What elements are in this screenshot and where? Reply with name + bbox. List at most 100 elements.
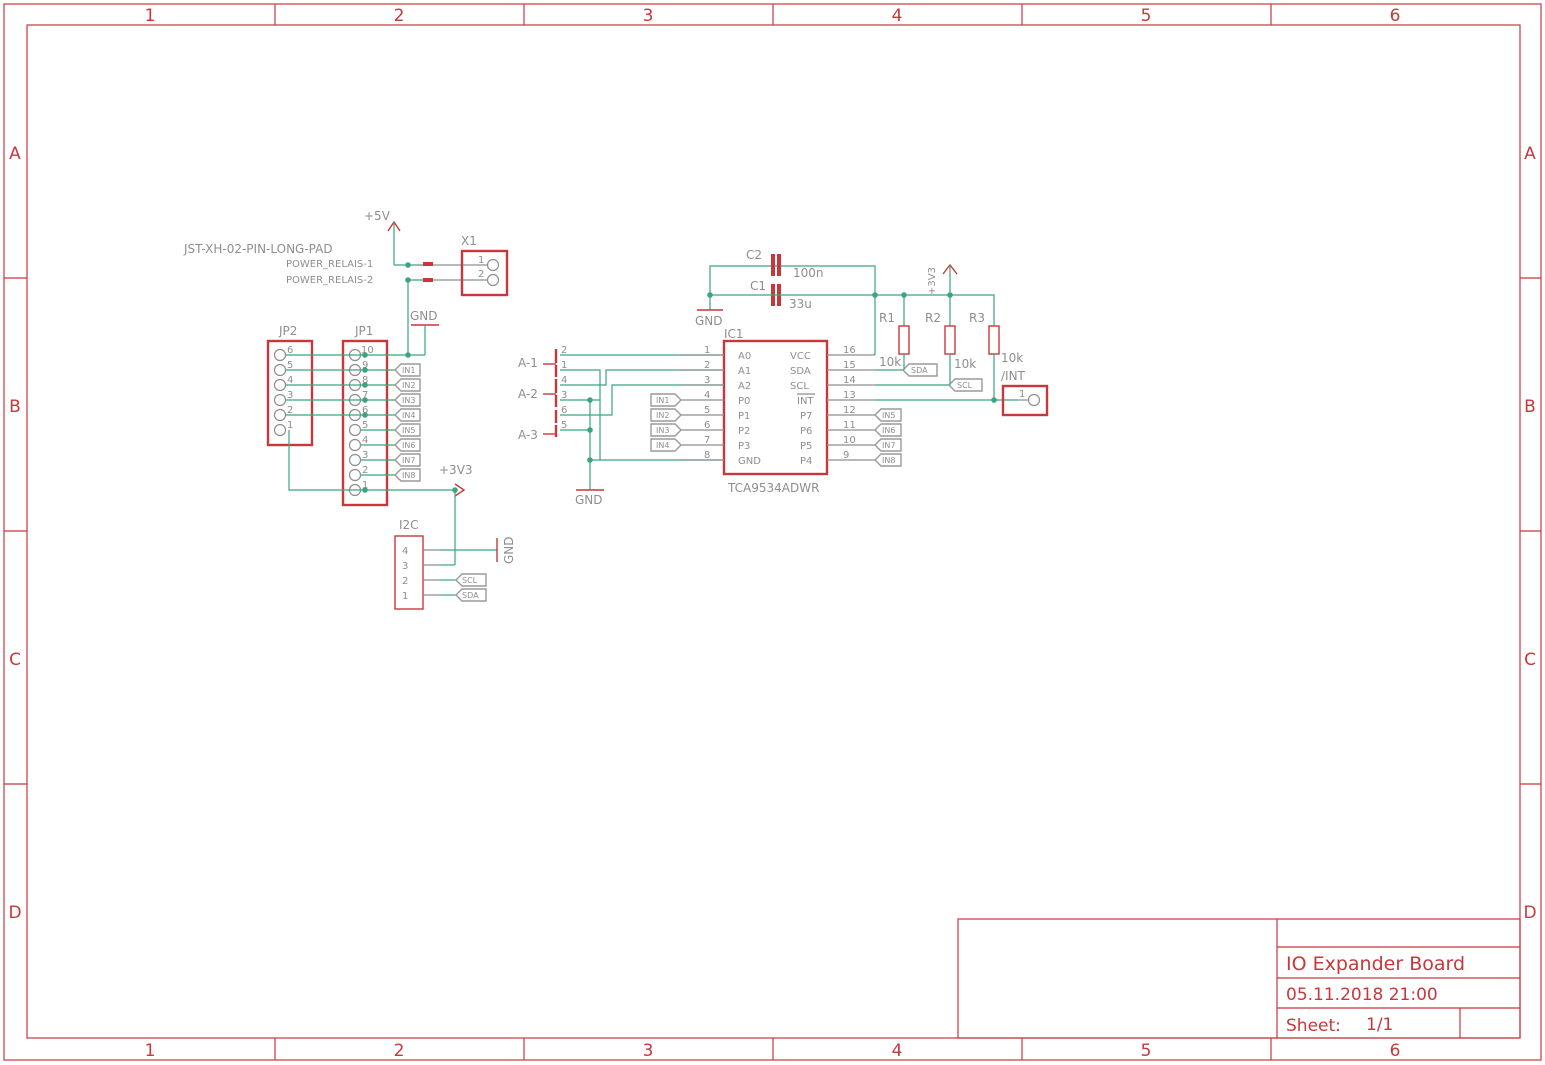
ic1-left-pin-name: P3: [738, 441, 750, 452]
ic1-left-pin-num: 3: [704, 375, 710, 386]
c1-name-label: C1: [750, 279, 766, 293]
x1-name-label: X1: [461, 234, 477, 248]
jp1-pin-label: 3: [362, 450, 368, 461]
r2-name-label: R2: [925, 311, 941, 325]
plus3v3-label-jp1: +3V3: [439, 463, 473, 477]
x1-connector: JST-XH-02-PIN-LONG-PAD X1 POWER_RELAIS-1…: [183, 234, 509, 355]
jp1-pin-label: 2: [362, 465, 368, 476]
col-label-bottom: 1: [145, 1041, 156, 1061]
gnd-symbol-jp1: GND: [408, 309, 439, 356]
jp1-net-label: IN6: [402, 441, 415, 450]
ic1-left-pin-name: P0: [738, 396, 750, 407]
ic1-right-pin-num: 15: [843, 360, 856, 371]
gnd-label-caps: GND: [695, 314, 723, 328]
i2c-pin-label: 2: [402, 576, 408, 587]
plus3v3-label-ic: +3V3: [927, 267, 938, 295]
ic1-left-pin-num: 2: [704, 360, 710, 371]
col-label-top: 6: [1390, 6, 1401, 26]
jp1-name-label: JP1: [354, 324, 373, 338]
addr-pin-label: 5: [561, 420, 567, 431]
jp2-pin-label: 5: [287, 360, 293, 371]
ic1-right-pin-name: P5: [800, 441, 812, 452]
ic1-right-pin-num: 11: [843, 420, 856, 431]
jp2-header: JP2 6 5 4 3 2 1: [266, 324, 314, 447]
col-label-bottom: 3: [643, 1041, 654, 1061]
title-block-sheet-label: Sheet:: [1286, 1016, 1341, 1036]
jp1-net-label: IN7: [402, 456, 415, 465]
i2c-scl-label: SCL: [462, 576, 478, 585]
ic1-right-pin-name: SDA: [790, 366, 811, 377]
jp1-net-label: IN1: [402, 366, 415, 375]
jp1-net-label: IN8: [402, 471, 415, 480]
col-label-bottom: 5: [1141, 1041, 1152, 1061]
title-block-date: 05.11.2018 21:00: [1286, 985, 1438, 1005]
jp1-net-label: IN2: [402, 381, 415, 390]
ic1-right-pin-name: P4: [800, 456, 812, 467]
address-jumpers: A-1 A-2 A-3 2 1 4 3 6 5 GND: [518, 345, 723, 507]
jp1-net-label: IN3: [402, 396, 415, 405]
i2c-pin-label: 4: [402, 546, 408, 557]
addr-pin-label: 6: [561, 405, 567, 416]
jp1-pin-label: 7: [362, 390, 368, 401]
col-label-top: 4: [892, 6, 903, 26]
title-block: IO Expander Board 05.11.2018 21:00 Sheet…: [957, 918, 1521, 1039]
ic1-left-pin-name: P1: [738, 411, 750, 422]
x1-net1-label: POWER_RELAIS-1: [286, 259, 373, 270]
ic1-left-pin-num: 7: [704, 435, 710, 446]
x1-net2-label: POWER_RELAIS-2: [286, 275, 373, 286]
ic1-part-label: TCA9534ADWR: [727, 481, 819, 495]
decoupling-capacitors: C2 100n C1 33u GND: [695, 248, 953, 328]
addr-jumper-label: A-3: [518, 428, 538, 442]
int-pin-label: 1: [1019, 389, 1025, 400]
ic1-right-net-label: IN5: [882, 411, 895, 420]
c2-name-label: C2: [746, 248, 762, 262]
r2-value-label: 10k: [954, 357, 976, 371]
pullup-resistors: R1 R2 R3 10k 10k 10k: [879, 294, 1023, 403]
ic1-left-pin-num: 4: [704, 390, 710, 401]
ic1-left-net-label: IN3: [656, 426, 669, 435]
gnd-label-i2c: GND: [502, 536, 516, 564]
i2c-sda-label: SDA: [462, 591, 479, 600]
ic1-right-net-label: IN7: [882, 441, 895, 450]
jp2-name-label: JP2: [278, 324, 297, 338]
col-label-top: 3: [643, 6, 654, 26]
col-label-bottom: 4: [892, 1041, 903, 1061]
row-label-right: A: [1524, 144, 1536, 164]
i2c-pin-label: 3: [402, 561, 408, 572]
col-label-bottom: 6: [1390, 1041, 1401, 1061]
ic1-left-pin-num: 5: [704, 405, 710, 416]
jp1-pin-label: 8: [362, 375, 368, 386]
x1-pin2-label: 2: [478, 269, 484, 280]
jp2-pin-label: 3: [287, 390, 293, 401]
addr-pin-label: 4: [561, 375, 567, 386]
row-label-left: C: [9, 650, 21, 670]
ic1-right-pin-name: P7: [800, 411, 812, 422]
plus3v3-supply-symbol-ic: +3V3: [927, 263, 958, 295]
jp1-net-label: IN4: [402, 411, 415, 420]
ic1-right-net-label: IN6: [882, 426, 895, 435]
r3-value-label: 10k: [1001, 351, 1023, 365]
ic1-right-net-label: IN8: [882, 456, 895, 465]
r1-value-label: 10k: [879, 355, 901, 369]
ic1-left-pin-name: GND: [738, 456, 761, 467]
addr-pin-label: 1: [561, 360, 567, 371]
ic1-left-pin-num: 8: [704, 450, 710, 461]
c1-value-label: 33u: [789, 297, 812, 311]
ic1-left-pin-name: A2: [738, 381, 751, 392]
ic1-left-net-label: IN2: [656, 411, 669, 420]
addr-jumper-label: A-1: [518, 356, 538, 370]
jp1-pin-label: 9: [362, 360, 368, 371]
ic1-left-net-label: IN4: [656, 441, 669, 450]
ic1-right-pin-num: 12: [843, 405, 856, 416]
int-connector: /INT 1: [1001, 369, 1049, 417]
ic1-right-pin-num: 9: [843, 450, 849, 461]
col-label-top: 1: [145, 6, 156, 26]
r3-name-label: R3: [969, 311, 985, 325]
plus5v-label: +5V: [364, 209, 391, 223]
jp1-pin-label: 5: [362, 420, 368, 431]
ic1-left-pin-name: A0: [738, 351, 751, 362]
ic1-sda-label: SDA: [911, 366, 928, 375]
jp1-pin-label: 1: [362, 480, 368, 491]
jp1-pin-label: 6: [362, 405, 368, 416]
